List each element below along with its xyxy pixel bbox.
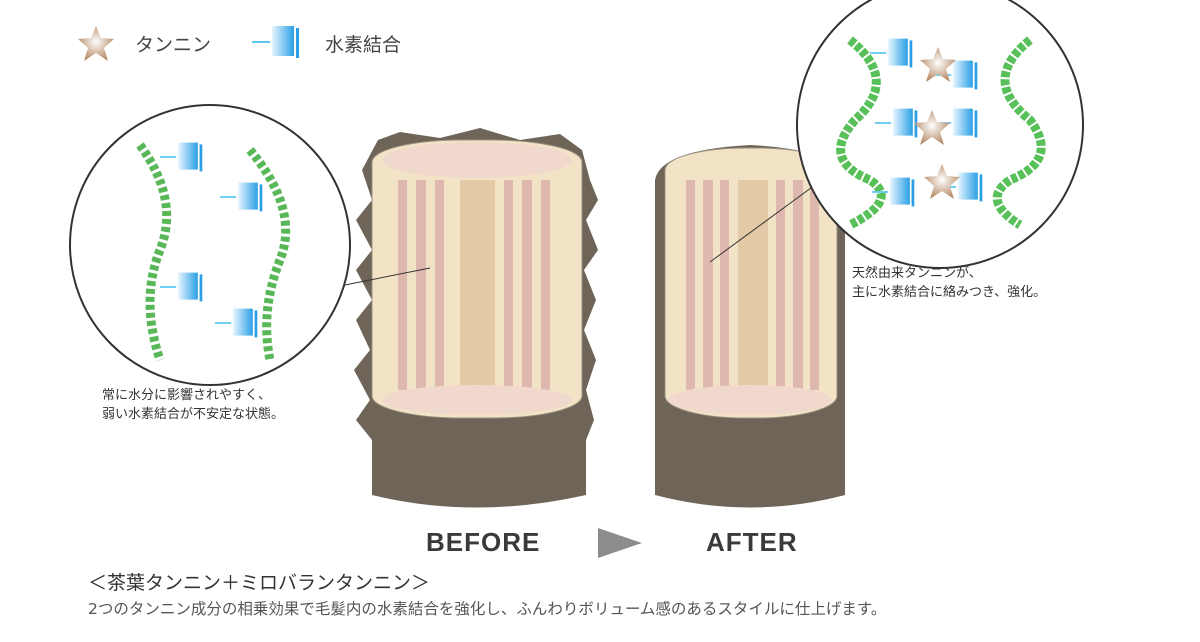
before-caption: 常に水分に影響されやすく、 弱い水素結合が不安定な状態。	[102, 386, 284, 424]
before-caption-line1: 常に水分に影響されやすく、	[102, 388, 272, 403]
footer-title: ＜茶葉タンニン＋ミロバランタンニン＞	[88, 572, 431, 594]
tannin-legend-label: タンニン	[135, 34, 212, 56]
before-hair-shaft	[354, 128, 598, 508]
after-magnified-view	[709, 0, 1084, 269]
arrow-icon	[598, 528, 642, 558]
before-label: BEFORE	[426, 527, 541, 557]
before-caption-line2: 弱い水素結合が不安定な状態。	[102, 407, 285, 422]
before-magnified-view	[69, 104, 431, 386]
after-hair-shaft	[655, 145, 845, 508]
tannin-legend-icon	[78, 26, 114, 61]
after-caption-line1: 天然由来タンニンが、	[852, 266, 982, 281]
after-caption: 天然由来タンニンが、 主に水素結合に絡みつき、強化。	[852, 264, 1046, 302]
hbond-legend-icon	[252, 25, 300, 59]
hbond-legend-label: 水素結合	[325, 34, 402, 56]
after-label: AFTER	[706, 527, 798, 557]
footer-description: 2つのタンニン成分の相乗効果で毛髪内の水素結合を強化し、ふんわりボリューム感のあ…	[88, 600, 887, 618]
after-caption-line2: 主に水素結合に絡みつき、強化。	[852, 285, 1047, 300]
